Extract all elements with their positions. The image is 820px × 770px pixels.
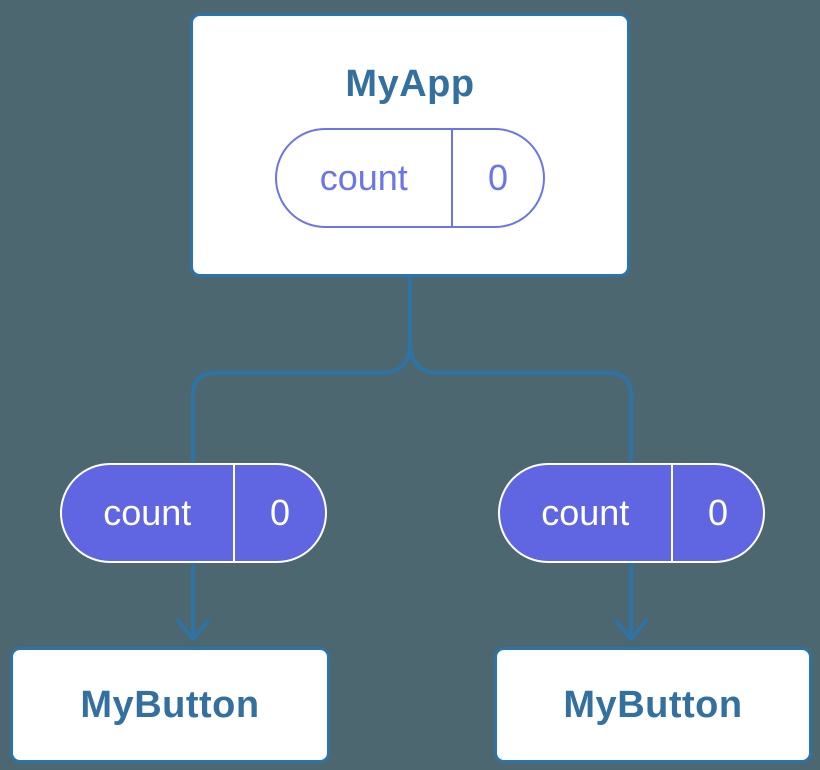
button-node-title: MyButton [563,683,743,726]
app-node: MyApp count 0 [190,13,630,277]
button-node-left: MyButton [10,647,330,763]
prop-value-label: 0 [707,492,729,533]
app-node-title: MyApp [345,62,475,105]
app-state-pill: count 0 [275,127,545,228]
prop-pill-left: count 0 [60,463,327,563]
prop-name-label: count [103,492,192,533]
arrow-left-head [176,619,210,641]
pill-divider [232,465,235,561]
state-name-label: count [319,156,408,198]
arrow-right-head [614,619,648,641]
prop-value-label: 0 [269,492,291,533]
pill-divider [450,129,453,226]
prop-name-label: count [541,492,630,533]
button-node-right: MyButton [494,647,812,763]
prop-pill-right: count 0 [498,463,765,563]
state-value-label: 0 [487,156,509,198]
branch-right-line [408,341,633,464]
pill-divider [670,465,673,561]
branch-left-line [191,275,412,464]
button-node-title: MyButton [80,683,260,726]
